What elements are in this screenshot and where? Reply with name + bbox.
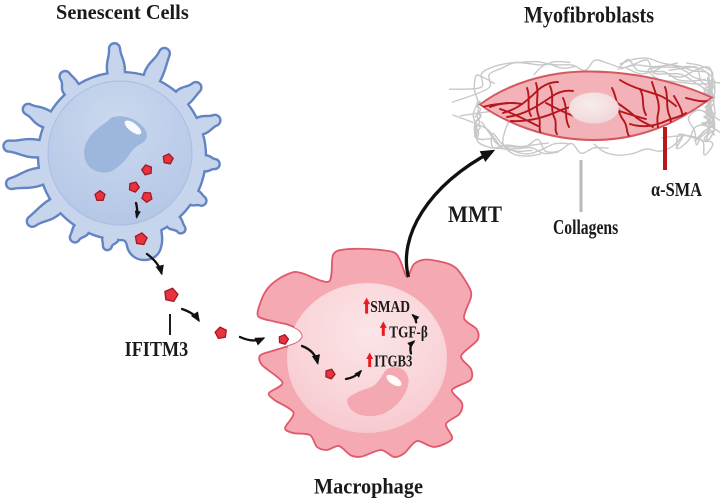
svg-text:Myofibroblasts: Myofibroblasts [524,3,654,28]
svg-text:IFITM3: IFITM3 [125,337,189,361]
svg-text:ITGB3: ITGB3 [374,351,412,370]
svg-text:MMT: MMT [448,202,502,228]
svg-text:Macrophage: Macrophage [314,474,423,499]
svg-text:Collagens: Collagens [553,215,618,239]
svg-text:SMAD: SMAD [370,297,410,316]
svg-text:TGF-β: TGF-β [389,323,428,342]
svg-text:Senescent Cells: Senescent Cells [56,0,189,24]
svg-text:α-SMA: α-SMA [651,179,702,201]
